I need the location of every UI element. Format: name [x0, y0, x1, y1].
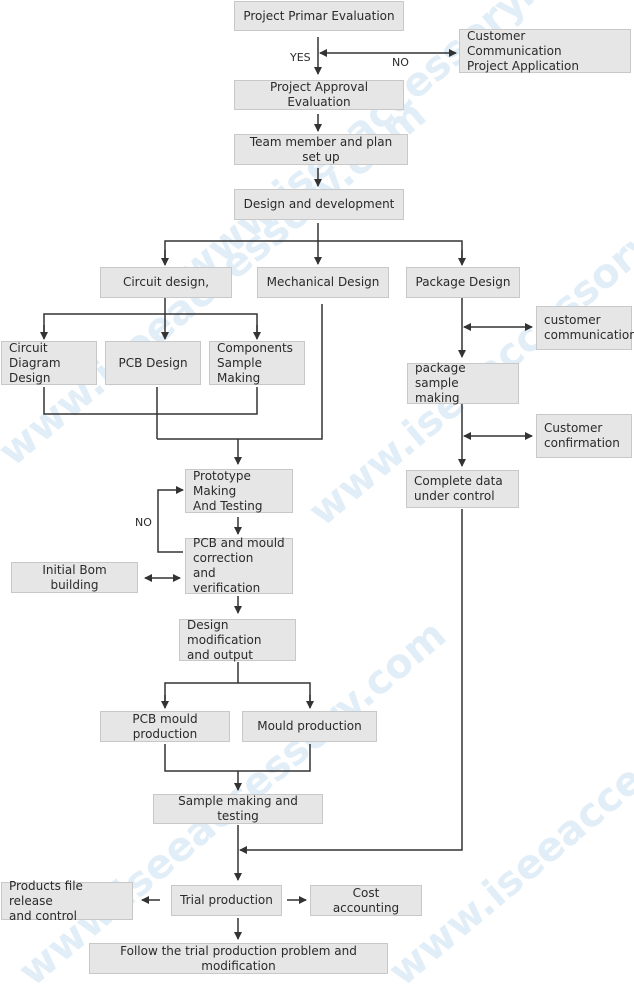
node-prototype-making-testing: Prototype Making And Testing	[185, 469, 293, 513]
node-label: Customer confirmation	[544, 421, 620, 450]
node-label: Circuit design,	[122, 275, 210, 289]
node-follow-trial-production: Follow the trial production problem and …	[89, 943, 388, 974]
node-label: Complete data under control	[414, 474, 503, 503]
node-label: Customer Communication Project Applicati…	[467, 28, 579, 73]
node-design-modification-output: Design modification and output	[179, 617, 296, 662]
node-label: Mechanical Design	[266, 275, 380, 289]
node-label: Sample making and testing	[178, 794, 298, 823]
node-label: Team member and plan set up	[249, 134, 393, 164]
node-label: Prototype Making And Testing	[193, 468, 263, 513]
node-trial-production: Trial production	[171, 885, 282, 916]
node-components-sample-making: Components Sample Making	[209, 341, 305, 385]
node-label: Products file release and control	[9, 878, 83, 923]
node-label: Components Sample Making	[217, 340, 293, 385]
node-pcb-mould-production: PCB mould production	[100, 711, 230, 742]
node-cost-accounting: Cost accounting	[310, 885, 422, 916]
node-label: Circuit Diagram Design	[9, 340, 61, 385]
no-loop-label: NO	[135, 516, 152, 529]
flow-connectors	[40, 37, 533, 940]
node-package-sample-making: package sample making	[407, 361, 519, 405]
node-complete-data-control: Complete data under control	[406, 470, 519, 508]
node-circuit-design: Circuit design,	[100, 267, 232, 298]
node-label: PCB and mould correction and verificatio…	[193, 536, 285, 595]
node-label: PCB Design	[118, 355, 188, 370]
node-customer-communication-application: Customer Communication Project Applicati…	[459, 29, 631, 73]
node-sample-making-testing: Sample making and testing	[153, 794, 323, 824]
node-initial-bom-building: Initial Bom building	[11, 562, 138, 593]
node-circuit-diagram-design: Circuit Diagram Design	[1, 341, 97, 385]
node-team-plan-setup: Team member and plan set up	[234, 134, 408, 165]
node-package-design: Package Design	[406, 267, 520, 298]
node-project-approval-evaluation: Project Approval Evaluation	[234, 80, 404, 110]
node-label: Trial production	[180, 893, 273, 907]
node-label: Design and development	[243, 197, 395, 211]
node-label: Package Design	[415, 275, 511, 289]
node-label: PCB mould production	[132, 711, 198, 741]
node-label: Initial Bom building	[42, 562, 107, 592]
node-customer-confirmation: Customer confirmation	[536, 414, 632, 458]
node-customer-communication: customer communication	[536, 306, 634, 350]
node-pcb-mould-correction: PCB and mould correction and verificatio…	[185, 536, 293, 595]
no-label: NO	[392, 56, 409, 69]
node-label: Mould production	[257, 719, 362, 733]
node-label: Project Primar Evaluation	[243, 8, 395, 23]
node-label: customer communication	[544, 313, 634, 342]
node-pcb-design: PCB Design	[105, 341, 201, 385]
node-mould-production: Mould production	[242, 711, 377, 742]
node-label: Cost accounting	[332, 885, 400, 915]
node-label: Project Approval Evaluation	[269, 80, 369, 109]
yes-label: YES	[290, 51, 311, 64]
node-design-development: Design and development	[234, 189, 404, 220]
node-label: Design modification and output	[187, 617, 262, 662]
node-label: Follow the trial production problem and …	[120, 943, 357, 973]
node-products-file-release: Products file release and control	[1, 879, 133, 923]
node-project-primary-evaluation: Project Primar Evaluation	[234, 1, 404, 31]
node-mechanical-design: Mechanical Design	[257, 267, 389, 298]
node-label: package sample making	[415, 361, 466, 405]
